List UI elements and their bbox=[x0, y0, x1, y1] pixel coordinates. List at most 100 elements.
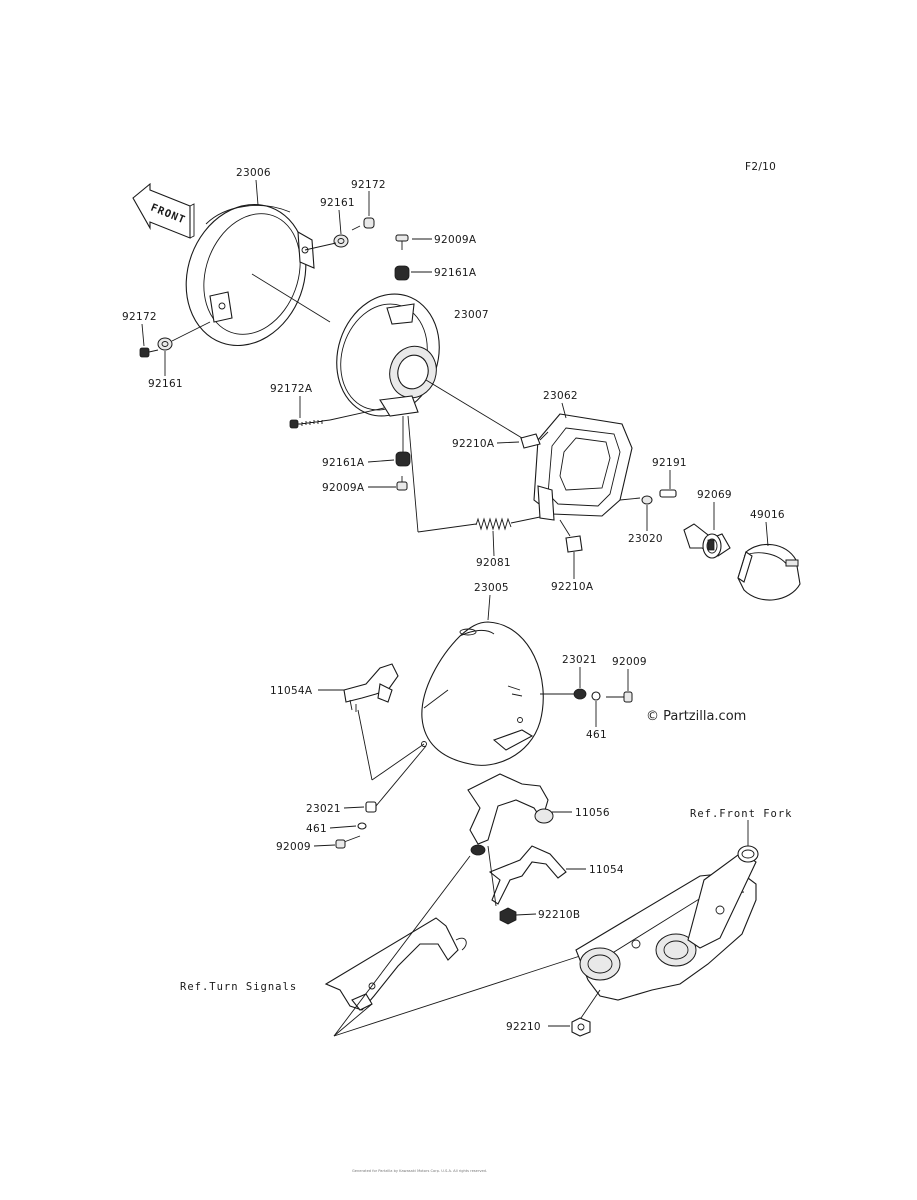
leader-line bbox=[539, 431, 549, 441]
label-92210A-lower: 92210A bbox=[551, 581, 594, 593]
stay-icon bbox=[488, 845, 567, 905]
turn-signal-bracket-icon bbox=[324, 917, 467, 1011]
label-92161A-top: 92161A bbox=[434, 267, 477, 279]
spring-clip-icon bbox=[565, 535, 583, 553]
label-92172-left: 92172 bbox=[122, 311, 157, 323]
grommet-icon bbox=[641, 495, 653, 505]
leader-line bbox=[329, 825, 357, 829]
label-461-r: 461 bbox=[586, 729, 607, 741]
leader-line bbox=[559, 519, 571, 537]
leader-line bbox=[333, 1003, 373, 1037]
leader-line bbox=[515, 913, 537, 916]
bolt-icon bbox=[335, 835, 361, 849]
front-fork-bracket-icon bbox=[575, 845, 759, 1001]
front-arrow-icon: FRONT bbox=[132, 182, 195, 239]
leader-line bbox=[338, 209, 342, 235]
bolt-icon bbox=[396, 476, 408, 491]
grommet-icon bbox=[573, 688, 587, 700]
leader-line bbox=[510, 516, 541, 524]
grommet-icon bbox=[333, 234, 349, 248]
washer-icon bbox=[591, 691, 601, 701]
label-11056: 11056 bbox=[575, 807, 610, 819]
cap-icon bbox=[659, 489, 677, 498]
leader-line bbox=[487, 594, 491, 621]
leader-line bbox=[333, 955, 581, 1037]
label-92161A-low: 92161A bbox=[322, 457, 365, 469]
leader-line bbox=[423, 689, 449, 709]
label-92009A-top: 92009A bbox=[434, 234, 477, 246]
leader-line bbox=[417, 523, 477, 533]
label-92009-l: 92009 bbox=[276, 841, 311, 853]
label-11054: 11054 bbox=[589, 864, 624, 876]
leader-line bbox=[304, 242, 337, 251]
leader-line bbox=[371, 743, 425, 781]
long-screw-icon bbox=[289, 419, 331, 429]
bulb-cap-icon bbox=[737, 543, 801, 601]
bulb-icon bbox=[683, 523, 731, 559]
leader-line bbox=[561, 402, 567, 419]
headlight-rim-icon bbox=[185, 203, 315, 347]
grommet-icon bbox=[394, 265, 410, 281]
screw-icon bbox=[351, 217, 375, 231]
label-92210: 92210 bbox=[506, 1021, 541, 1033]
label-92172-top: 92172 bbox=[351, 179, 386, 191]
lamp-unit-icon bbox=[533, 413, 633, 521]
grommet-icon bbox=[365, 801, 377, 813]
leader-line bbox=[496, 441, 520, 444]
label-23062: 23062 bbox=[543, 390, 578, 402]
spring-icon bbox=[475, 517, 512, 531]
leader-line bbox=[492, 530, 495, 557]
label-92081: 92081 bbox=[476, 557, 511, 569]
label-92172A: 92172A bbox=[270, 383, 313, 395]
headlight-housing-icon bbox=[251, 273, 440, 417]
leader-line bbox=[333, 855, 471, 1037]
leader-line bbox=[255, 179, 259, 206]
headlight-shell-icon bbox=[421, 621, 544, 766]
leader-line bbox=[343, 806, 365, 809]
leader-line bbox=[357, 709, 373, 781]
leader-line bbox=[313, 844, 336, 847]
leader-line bbox=[425, 379, 523, 439]
leader-line bbox=[329, 407, 385, 421]
stay-a-icon bbox=[343, 663, 399, 712]
spring-clip-icon bbox=[520, 433, 541, 449]
ref-front-fork: Ref.Front Fork bbox=[690, 808, 793, 820]
nut-icon bbox=[499, 907, 517, 925]
leader-line bbox=[407, 415, 419, 533]
leader-line bbox=[619, 497, 641, 501]
label-92191: 92191 bbox=[652, 457, 687, 469]
label-92009A-low: 92009A bbox=[322, 482, 365, 494]
leader-line bbox=[375, 745, 427, 807]
grommet-icon bbox=[395, 451, 411, 467]
leader-line bbox=[367, 459, 395, 463]
bolt-icon bbox=[395, 234, 409, 250]
label-23007: 23007 bbox=[454, 309, 489, 321]
washer-icon bbox=[357, 822, 367, 830]
label-92161-top: 92161 bbox=[320, 197, 355, 209]
label-461-l: 461 bbox=[306, 823, 327, 835]
figure-id: F2/10 bbox=[745, 161, 776, 173]
footer-copyright: Generated for Partzilla by Kawasaki Moto… bbox=[352, 1169, 487, 1173]
watermark: © Partzilla.com bbox=[646, 709, 746, 724]
leader-line bbox=[141, 323, 145, 347]
leader-line bbox=[765, 521, 769, 547]
bolt-icon bbox=[606, 691, 633, 703]
screw-icon bbox=[139, 347, 159, 358]
label-23021-l: 23021 bbox=[306, 803, 341, 815]
leader-line bbox=[171, 321, 211, 342]
label-49016: 49016 bbox=[750, 509, 785, 521]
leader-line bbox=[580, 989, 601, 1019]
label-23020: 23020 bbox=[628, 533, 663, 545]
label-92009-r: 92009 bbox=[612, 656, 647, 668]
label-92210B: 92210B bbox=[538, 909, 580, 921]
label-92161-left: 92161 bbox=[148, 378, 183, 390]
label-11054A: 11054A bbox=[270, 685, 313, 697]
label-23021-r: 23021 bbox=[562, 654, 597, 666]
leader-line bbox=[487, 845, 497, 907]
bracket-icon bbox=[467, 773, 554, 856]
label-23006: 23006 bbox=[236, 167, 271, 179]
label-23005: 23005 bbox=[474, 582, 509, 594]
label-92069: 92069 bbox=[697, 489, 732, 501]
grommet-icon bbox=[157, 337, 173, 351]
